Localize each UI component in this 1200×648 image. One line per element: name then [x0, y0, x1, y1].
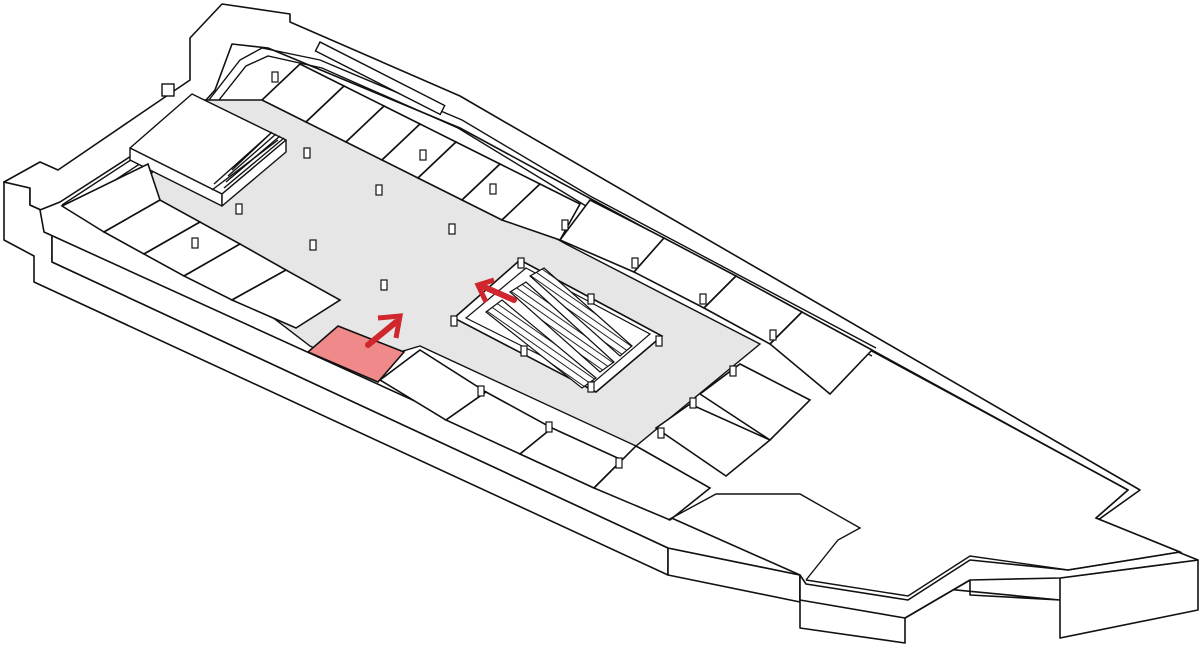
store-lower-11 — [698, 363, 812, 442]
column — [545, 421, 553, 433]
upper-store-row — [260, 63, 874, 396]
escalator-3 — [528, 267, 633, 357]
store-upper-7 — [500, 183, 582, 241]
column — [450, 315, 458, 327]
stair-block — [129, 93, 287, 207]
column — [689, 397, 697, 409]
route-arrow-entrance — [365, 313, 404, 348]
escalator-1 — [485, 299, 597, 389]
column — [729, 365, 737, 377]
store-lower-9 — [592, 445, 712, 521]
column — [375, 184, 383, 196]
column — [235, 203, 243, 215]
column — [477, 385, 485, 397]
escalator-2 — [509, 281, 615, 373]
column — [419, 149, 427, 161]
column — [520, 345, 528, 357]
store-lower-5 — [230, 269, 342, 329]
route-arrow-escalator — [474, 277, 517, 304]
column — [587, 381, 595, 393]
back-wall-detail — [61, 41, 877, 357]
column — [699, 293, 707, 305]
column — [448, 223, 456, 235]
column — [271, 71, 279, 83]
column — [657, 427, 665, 439]
lower-store-row — [60, 162, 812, 521]
column — [309, 239, 317, 251]
column — [380, 279, 388, 291]
column — [489, 183, 497, 195]
column — [191, 237, 199, 249]
column — [303, 147, 311, 159]
right-hall — [667, 349, 1183, 597]
column — [631, 257, 639, 269]
columns — [191, 71, 777, 469]
column — [769, 329, 777, 341]
column — [561, 219, 569, 231]
column — [655, 335, 663, 347]
escalator-bank — [452, 259, 664, 393]
column — [587, 293, 595, 305]
column — [615, 457, 623, 469]
column — [517, 257, 525, 269]
highlighted-store[interactable] — [306, 325, 406, 383]
